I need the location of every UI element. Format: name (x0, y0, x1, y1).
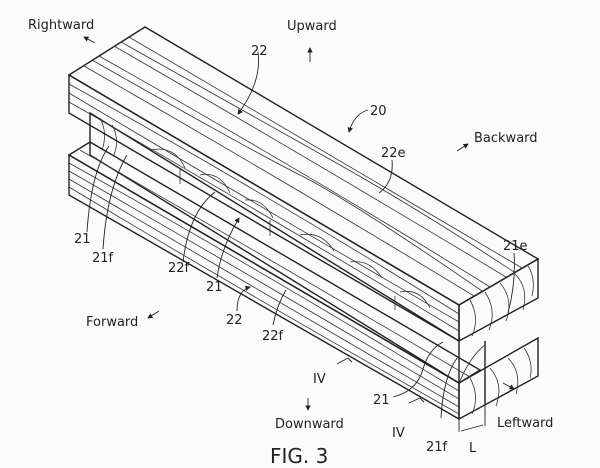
ref-21-center: 21 (206, 280, 223, 295)
ref-22e: 22e (381, 146, 406, 161)
ref-22-lower: 22 (226, 313, 243, 328)
upper-member-22 (67, 26, 540, 343)
lower-member-22 (67, 141, 539, 421)
direction-upward: Upward (287, 19, 337, 34)
section-mark-iv-lower: IV (392, 426, 405, 441)
ref-21-right: 21 (373, 393, 390, 408)
ref-22f-lower: 22f (262, 329, 284, 344)
ref-21f-right: 21f (426, 440, 448, 455)
direction-downward: Downward (275, 417, 344, 432)
ref-21-left: 21 (74, 232, 91, 247)
dimension-l: L (469, 441, 477, 456)
figure-caption: FIG. 3 (270, 444, 328, 468)
ref-20: 20 (370, 104, 387, 119)
direction-rightward: Rightward (28, 18, 94, 33)
ref-22f-upper: 22f (168, 261, 190, 276)
direction-forward: Forward (86, 315, 138, 330)
ref-21e: 21e (503, 239, 528, 254)
ref-22-upper: 22 (251, 44, 268, 59)
section-mark-iv-upper: IV (313, 372, 326, 387)
ref-21f-left: 21f (92, 251, 114, 266)
direction-backward: Backward (474, 131, 538, 146)
direction-leftward: Leftward (497, 416, 553, 431)
